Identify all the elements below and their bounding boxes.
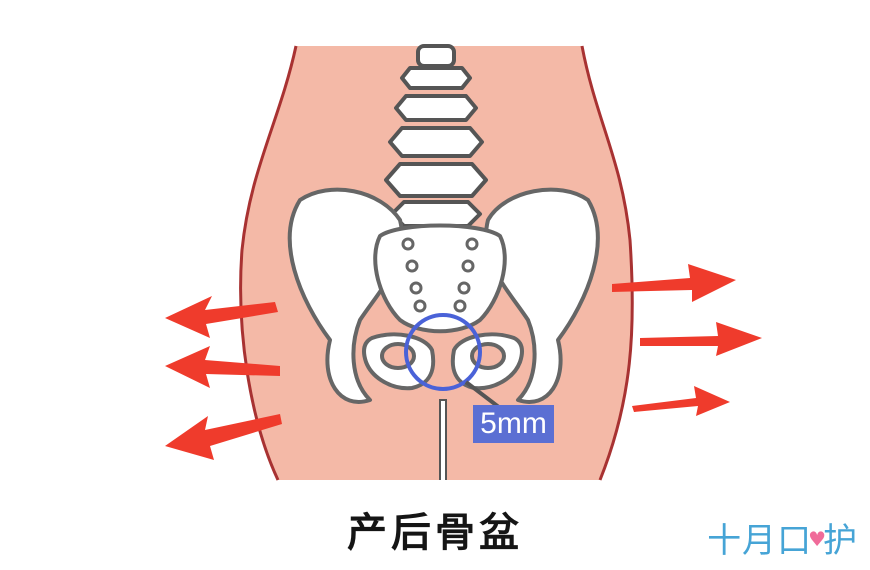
- outward-arrows-right: [612, 264, 762, 416]
- spine: [384, 44, 488, 228]
- heart-icon: ♥: [808, 527, 827, 551]
- caption: 产后骨盆: [347, 510, 523, 556]
- left-ilium: [287, 187, 404, 404]
- measurement-label: 5mm: [473, 405, 554, 443]
- label-leader-line: [464, 380, 502, 410]
- watermark-text-right: 护: [823, 521, 858, 561]
- right-ilium: [484, 187, 600, 404]
- sacral-foramina: [401, 237, 479, 313]
- arrow-right-bottom: [632, 386, 730, 416]
- vertebra: [390, 200, 482, 228]
- arrow-right-middle: [640, 322, 762, 356]
- arrow-left-middle: [165, 346, 280, 388]
- body-outline-left: [239, 45, 298, 481]
- vertebra: [400, 66, 472, 90]
- outward-arrows-left: [165, 296, 282, 460]
- vertebra: [394, 94, 478, 122]
- pubic-symphysis-highlight: [404, 313, 482, 391]
- watermark-text-left: 十月: [707, 521, 778, 561]
- vertebra: [388, 126, 484, 158]
- arrow-left-top: [165, 296, 278, 338]
- arrow-left-bottom: [165, 414, 282, 460]
- vertebra: [416, 44, 456, 68]
- sacrum: [373, 223, 507, 334]
- arrow-right-top: [612, 264, 736, 302]
- vertebra: [384, 162, 488, 198]
- watermark-mouth-icon: 口: [777, 521, 813, 561]
- leg-gap: [439, 399, 447, 480]
- body-outline-right: [580, 45, 634, 481]
- watermark-logo: 十月口♥护: [707, 513, 858, 562]
